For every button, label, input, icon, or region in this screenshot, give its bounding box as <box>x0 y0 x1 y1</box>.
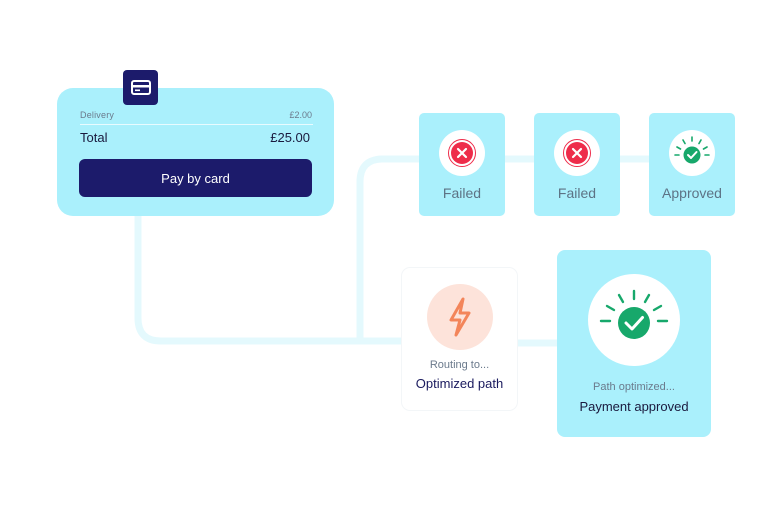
connector-checkout-to-routing <box>134 212 406 345</box>
routing-status: Routing to... <box>429 359 490 371</box>
check-badge-icon <box>669 130 715 176</box>
total-label: Total <box>80 130 108 145</box>
attempt-card-1: Failed <box>419 113 505 216</box>
connector-branch-to-attempts <box>356 155 423 345</box>
pay-by-card-button[interactable]: Pay by card <box>79 159 312 197</box>
total-value: £25.00 <box>270 130 310 145</box>
result-label: Payment approved <box>579 399 689 414</box>
routing-card: Routing to... Optimized path <box>402 268 517 410</box>
credit-card-icon <box>123 70 158 105</box>
error-x-icon <box>439 130 485 176</box>
attempt-status-label: Failed <box>442 185 482 201</box>
routing-label: Optimized path <box>415 376 504 391</box>
delivery-label: Delivery <box>80 110 115 120</box>
checkout-divider <box>80 124 313 125</box>
attempt-card-2: Failed <box>534 113 620 216</box>
payment-approved-card: Path optimized... Payment approved <box>557 250 711 437</box>
result-status: Path optimized... <box>593 381 675 393</box>
lightning-bolt-icon <box>427 284 493 350</box>
check-badge-icon <box>588 274 680 366</box>
attempt-card-3: Approved <box>649 113 735 216</box>
attempt-status-label: Approved <box>662 185 722 201</box>
attempt-status-label: Failed <box>557 185 597 201</box>
delivery-value: £2.00 <box>289 110 312 120</box>
error-x-icon <box>554 130 600 176</box>
